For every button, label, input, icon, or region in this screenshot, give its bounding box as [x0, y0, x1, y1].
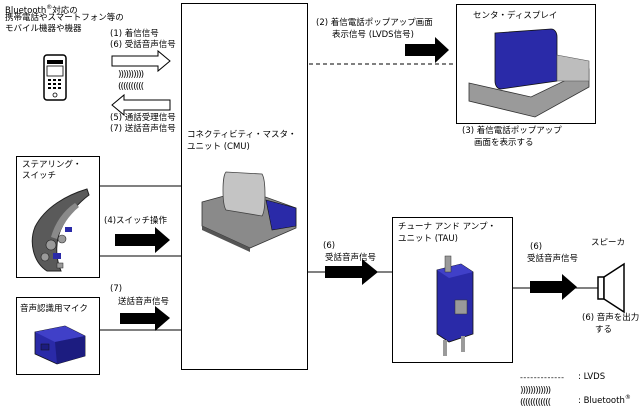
legend-bt-label: : Bluetooth®: [578, 394, 631, 406]
legend-lvds-symbol: - - - - - - - - - - - - -: [520, 373, 564, 382]
speaker-caption-line2: する: [595, 325, 613, 335]
solid-arrow-mic: [120, 306, 170, 331]
solid-arrow-switch: [115, 227, 170, 253]
popup-signal-line1: (2) 着信電話ポップアップ画面: [316, 18, 433, 28]
cmu-title-line1: コネクティビティ・マスタ・: [187, 130, 297, 140]
mobile-title-line1: Bluetooth®対応の: [5, 4, 78, 16]
hollow-arrow-left: [111, 93, 171, 117]
hollow-arrow-right: [111, 49, 171, 73]
speaker-icon: [597, 262, 625, 314]
signal-5-label: (5) 通話受理信号: [110, 113, 176, 123]
mic-box: 音声認識用マイク: [16, 297, 100, 375]
mic-image: [34, 325, 86, 365]
solid-arrow-popup: [405, 37, 449, 63]
cmu-unit-image: [201, 171, 297, 252]
mobile-phone-icon: [43, 54, 67, 101]
tau-unit-image: [436, 255, 474, 356]
cmu-title-line2: ユニット (CMU): [187, 142, 250, 152]
steering-switch-image: [31, 188, 90, 272]
tau-speaker-signal-number: (6): [530, 242, 543, 252]
mobile-title-line2: 携帯電話やスマートフォン等の: [5, 13, 124, 23]
display-title: センタ・ディスプレイ: [473, 11, 558, 21]
signal-1-label: (1) 着信信号: [110, 29, 159, 39]
tau-title-line2: ユニット (TAU): [398, 234, 458, 244]
switch-operation-label: (4)スイッチ操作: [104, 216, 168, 226]
solid-arrow-tau: [325, 259, 378, 285]
legend-lvds-label: : LVDS: [578, 372, 606, 382]
bluetooth-wave-left: ((((((((((: [118, 82, 144, 92]
center-display-box: センタ・ディスプレイ: [456, 4, 596, 124]
mobile-title-line3: モバイル機器や機器: [5, 24, 82, 34]
speaker-caption-line1: (6) 音声を出力: [582, 313, 640, 323]
legend-bt-symbol-2: ((((((((((((: [520, 398, 551, 408]
tau-title-line1: チューナ アンド アンプ・: [398, 222, 496, 232]
legend-bt-symbol-1: )))))))))))): [520, 386, 551, 396]
mic-title: 音声認識用マイク: [20, 304, 88, 314]
steering-title-line2: スイッチ: [22, 171, 57, 181]
cmu-box: コネクティビティ・マスタ・ ユニット (CMU): [181, 3, 308, 370]
steering-title-line1: ステアリング・: [22, 160, 82, 170]
tau-box: チューナ アンド アンプ・ ユニット (TAU): [392, 217, 513, 363]
solid-arrow-speaker: [530, 274, 577, 300]
center-display-image: [468, 28, 590, 118]
popup-signal-line2: 表示信号 (LVDS信号): [332, 30, 414, 40]
steering-switch-box: ステアリング・ スイッチ: [16, 156, 100, 278]
signal-7-label: (7) 送話音声信号: [110, 124, 176, 134]
mic-signal-number: (7): [110, 284, 123, 294]
mic-signal-label: 送話音声信号: [118, 297, 170, 307]
cmu-tau-signal-label: 受話音声信号: [325, 253, 377, 263]
tau-speaker-signal-label: 受話音声信号: [527, 254, 579, 264]
bluetooth-wave-right: )))))))))): [118, 70, 144, 80]
display-caption-line1: (3) 着信電話ポップアップ: [462, 126, 562, 136]
signal-6-label: (6) 受話音声信号: [110, 40, 176, 50]
display-caption-line2: 画面を表示する: [474, 138, 534, 148]
speaker-title: スピーカ: [591, 238, 626, 248]
cmu-tau-signal-number: (6): [323, 241, 336, 251]
